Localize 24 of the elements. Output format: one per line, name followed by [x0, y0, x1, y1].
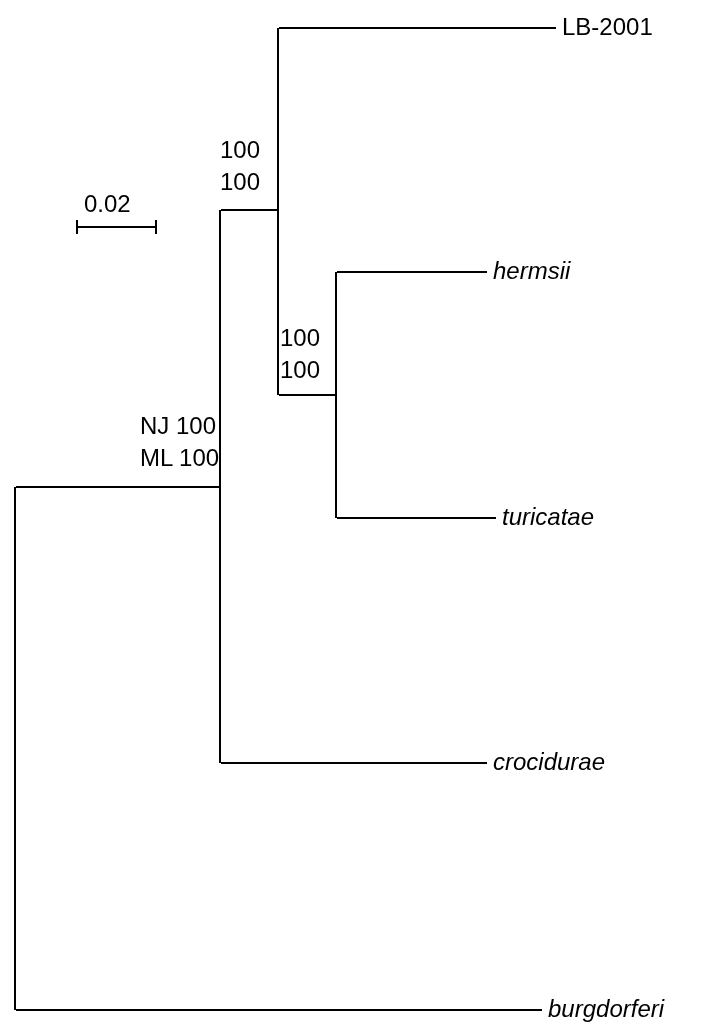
support-value: NJ 100	[140, 411, 218, 441]
support-value: 100	[280, 355, 321, 385]
tree-branch	[220, 209, 278, 211]
taxon-label: crocidurae	[493, 748, 606, 776]
branch-junction-line	[277, 28, 279, 395]
taxon-label: burgdorferi	[548, 995, 665, 1023]
support-value: 100	[220, 135, 261, 165]
taxon-label: hermsii	[493, 257, 571, 285]
support-value: 100	[280, 323, 321, 353]
tree-branch	[336, 271, 488, 273]
tree-branch	[278, 394, 336, 396]
tree-branch	[278, 27, 557, 29]
tree-branch	[220, 762, 488, 764]
support-value: 100	[220, 167, 261, 197]
branch-junction-line	[335, 272, 337, 518]
tree-branch	[15, 1009, 543, 1011]
scale-value: 0.02	[84, 190, 131, 218]
taxon-label: LB-2001	[562, 13, 653, 41]
taxon-label: turicatae	[502, 503, 595, 531]
support-value: ML 100	[140, 443, 220, 473]
tree-branch	[336, 517, 497, 519]
tree-branch	[15, 486, 220, 488]
branch-junction-line	[219, 210, 221, 763]
branch-junction-line	[14, 487, 16, 1010]
